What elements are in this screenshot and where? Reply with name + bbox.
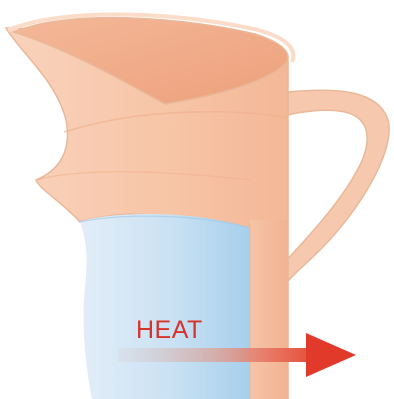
- handle: [285, 90, 389, 285]
- heat-label: HEAT: [136, 318, 203, 343]
- pitcher-wall: [250, 220, 288, 399]
- water: [80, 214, 250, 399]
- heat-arrow-shaft: [118, 348, 332, 362]
- heat-arrow-head: [306, 333, 356, 377]
